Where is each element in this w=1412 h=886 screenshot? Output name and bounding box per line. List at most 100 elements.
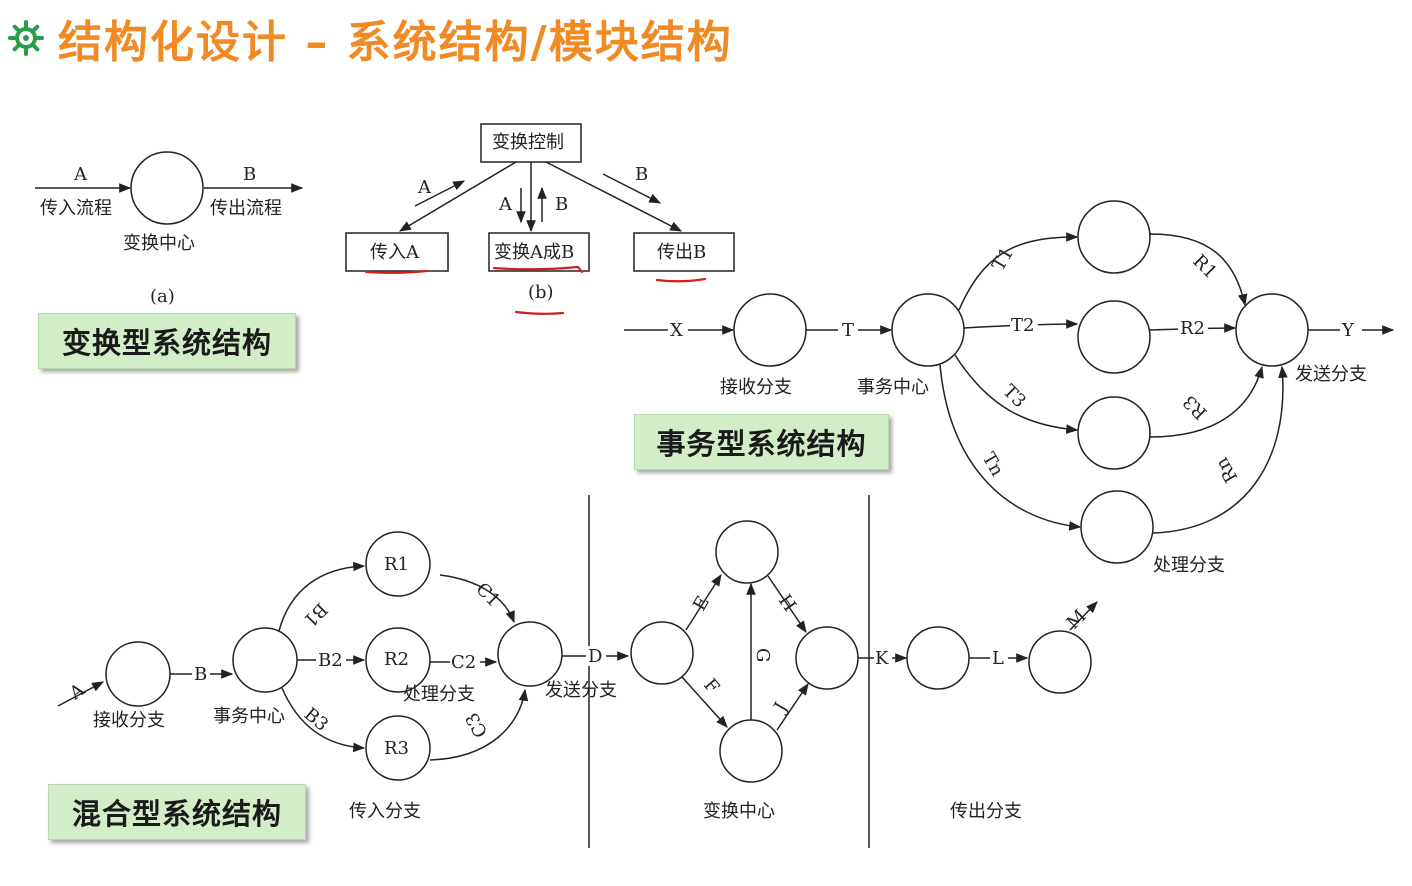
diagram-b: [345, 123, 735, 272]
arrow-a2-label: A: [498, 194, 513, 215]
tag-transform: 变换型系统结构: [38, 313, 296, 369]
tag-transaction: 事务型系统结构: [634, 414, 889, 470]
h-r1-node: [365, 531, 431, 597]
h-center-node: [232, 627, 298, 693]
middle-box-label: 变换A成B: [494, 242, 574, 263]
h-center-label: 事务中心: [213, 706, 285, 727]
t-right-node: [795, 626, 859, 690]
label-x: X: [670, 320, 683, 341]
label-t1: T1: [988, 244, 1018, 275]
underline-right: [655, 277, 707, 283]
h-send-label: 发送分支: [545, 680, 617, 701]
process-node-2: [1077, 300, 1151, 374]
caption-b: (b): [528, 282, 554, 303]
label-rn: Rn: [1211, 453, 1242, 486]
edge-b3: [281, 687, 366, 753]
h-label-f: F: [699, 675, 723, 698]
title-row: 结构化设计 – 系统结构/模块结构: [8, 8, 733, 68]
center-label: 变换中心: [123, 233, 195, 254]
left-box-label: 传入A: [370, 242, 420, 263]
edge-t1: [958, 232, 1079, 311]
process-label: 处理分支: [1153, 555, 1225, 576]
h-label-e: E: [689, 593, 714, 615]
underline-left: [364, 269, 429, 274]
edge-t3: [954, 354, 1079, 434]
left-box: [345, 232, 449, 272]
h-label-l: L: [992, 648, 1004, 669]
diagram-a: [35, 151, 304, 225]
out-node-2: [1028, 630, 1092, 694]
label-r3: R3: [1179, 391, 1212, 424]
edge-b1: [278, 561, 366, 632]
edge-r3: [1149, 365, 1264, 438]
h-label-k: K: [875, 648, 889, 669]
out-branch-label: 传出分支: [950, 801, 1022, 822]
h-label-b3: B3: [300, 704, 332, 736]
receive-node: [733, 293, 807, 367]
h-label-c2: C2: [451, 652, 476, 673]
control-box-label: 变换控制: [492, 132, 564, 153]
middle-box: [488, 232, 590, 272]
label-t: T: [842, 320, 854, 341]
center-label: 事务中心: [857, 377, 929, 398]
edge-a: [57, 681, 105, 707]
edge-c3: [429, 688, 529, 761]
edge-control-right: [545, 161, 683, 232]
underline-caption: [514, 310, 565, 315]
h-label-b1: B1: [299, 598, 331, 630]
underline-middle: [492, 265, 584, 274]
edge-e: [685, 573, 722, 631]
h-r2-node: [365, 627, 431, 693]
edge-tn: [939, 364, 1082, 531]
flow-a-up-arrow: [414, 180, 466, 207]
flow-out-letter: B: [243, 164, 256, 185]
send-label: 发送分支: [1295, 364, 1367, 385]
h-label-b: B: [194, 664, 207, 685]
caption-a: (a): [150, 286, 175, 307]
h-label-c1: C1: [471, 579, 504, 612]
edge-control-left: [398, 161, 517, 232]
h-receive-label: 接收分支: [93, 710, 165, 731]
hybrid-diagram: [57, 495, 1098, 848]
label-t2: T2: [1011, 315, 1034, 336]
transform-center-label: 变换中心: [703, 801, 775, 822]
h-label-d: D: [588, 646, 602, 667]
h-process-label: 处理分支: [403, 684, 475, 705]
label-tn: Tn: [978, 449, 1008, 480]
send-node: [1235, 293, 1309, 367]
out-node-1: [906, 626, 970, 690]
process-node-n: [1080, 490, 1154, 564]
h-r1-label: R1: [384, 554, 409, 575]
edge-m: [1069, 601, 1098, 631]
edge-j: [776, 683, 809, 731]
process-node-3: [1077, 396, 1151, 470]
in-branch-label: 传入分支: [349, 801, 421, 822]
gear-icon: [8, 20, 44, 56]
h-send-node: [497, 621, 563, 687]
h-r3-label: R3: [384, 738, 409, 759]
transaction-center-node: [891, 293, 965, 367]
label-r1: R1: [1188, 251, 1221, 284]
h-r3-node: [365, 715, 431, 781]
h-label-h: H: [774, 591, 800, 616]
arrow-b2-label: B: [635, 164, 648, 185]
flow-in-label: 传入流程: [40, 198, 112, 219]
h-label-b2: B2: [318, 650, 343, 671]
process-node-1: [1077, 200, 1151, 274]
tag-hybrid: 混合型系统结构: [48, 784, 306, 840]
edge-h: [767, 575, 807, 633]
h-label-c3: C3: [462, 709, 493, 741]
transaction-diagram: [624, 200, 1395, 564]
t-left-node: [630, 621, 694, 685]
arrow-a1-label: A: [417, 177, 432, 198]
h-label-m: M: [1063, 606, 1091, 634]
arrow-b1-label: B: [555, 194, 568, 215]
edge-rn: [1152, 365, 1288, 534]
receive-label: 接收分支: [720, 377, 792, 398]
h-label-g: G: [752, 648, 773, 662]
edge-c1: [439, 574, 515, 624]
right-box: [633, 232, 735, 272]
t-bottom-node: [719, 719, 783, 783]
h-receive-node: [105, 641, 171, 707]
